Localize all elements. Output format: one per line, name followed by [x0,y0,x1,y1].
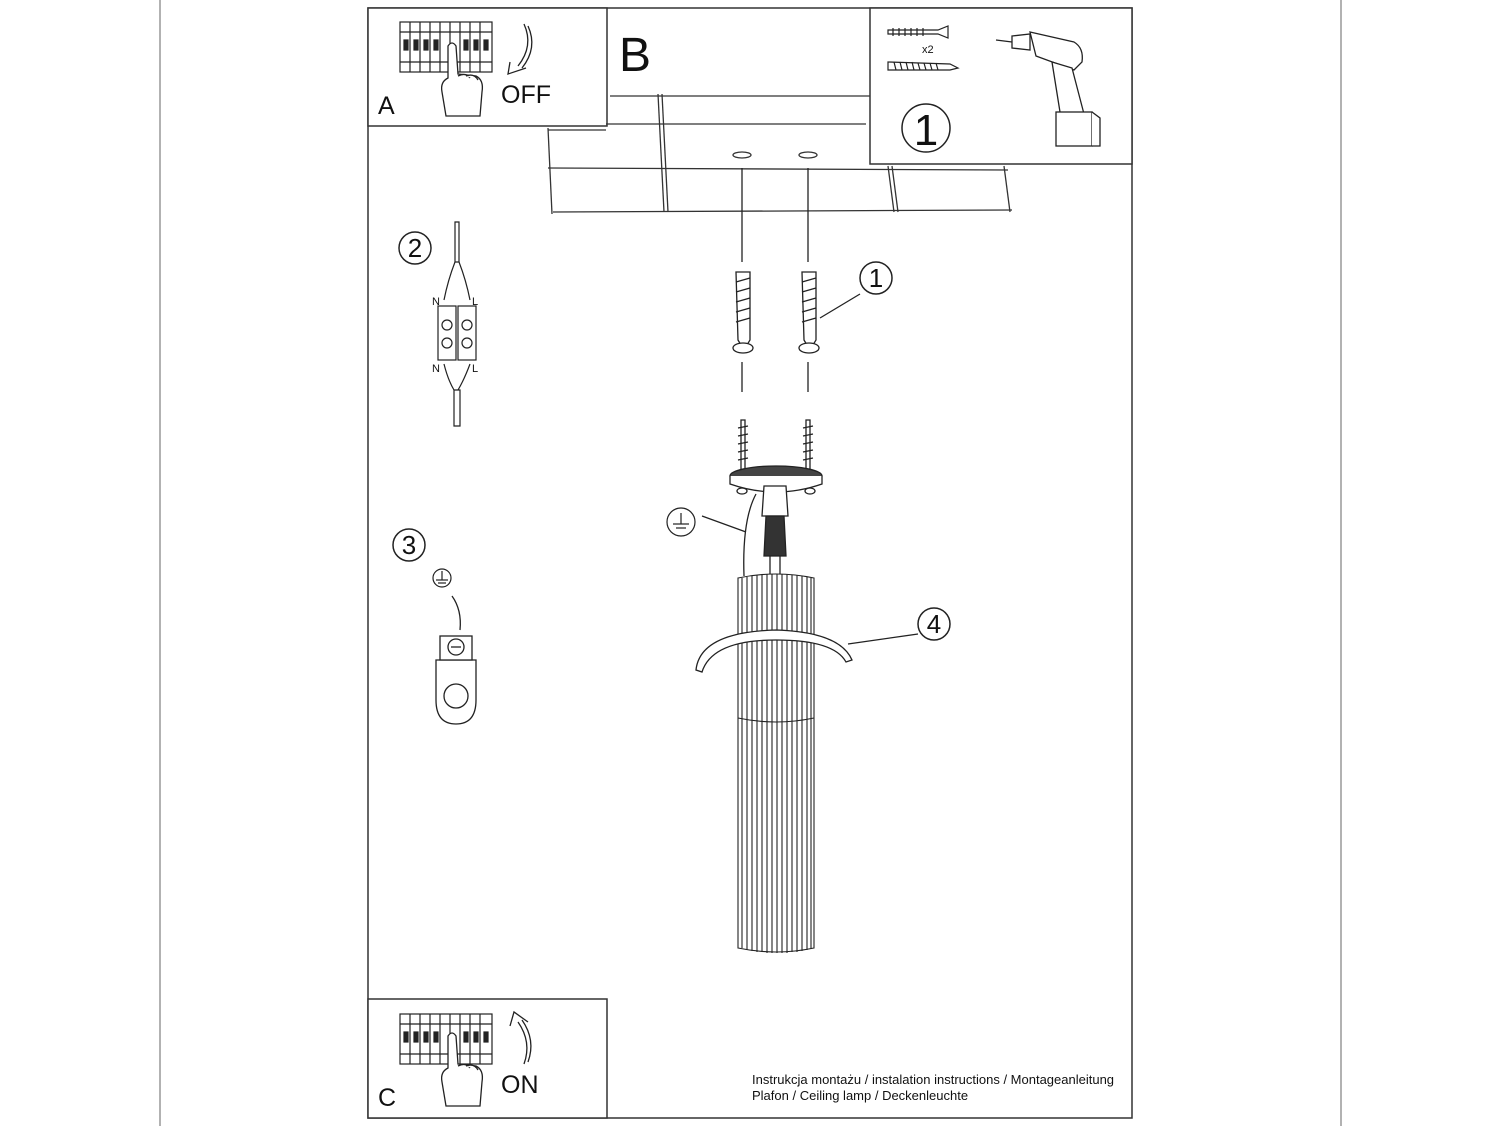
step-2-wiring: 2 N L N L [398,221,478,427]
main-frame [367,7,1133,1119]
step-3-number: 3 [402,530,416,560]
drill-icon [995,31,1101,147]
terminal-l-top: L [472,296,478,308]
panel-c-letter: C [378,1084,396,1112]
step-1-number: 1 [869,263,883,293]
ceiling-grid [547,93,1013,215]
terminal-n-top: N [432,296,440,308]
tools-step-number: 1 [914,106,938,155]
step-1-callout: 1 [819,261,893,319]
step-4-number: 4 [927,609,941,639]
anchor-screw-icon [887,25,960,71]
panel-a-letter: A [378,92,395,120]
footer-line-2: Plafon / Ceiling lamp / Deckenleuchte [752,1088,968,1103]
tools-box: x2 1 [869,7,1133,165]
step-1-circle [901,103,951,153]
footer-line-1: Instrukcja montażu / instalation instruc… [752,1072,1114,1087]
hand-icon [440,42,484,117]
terminal-block-icon [437,221,477,427]
step-3-ground: 3 [392,528,477,725]
mounting-assembly [729,168,823,577]
panel-a: OFF A [367,7,608,127]
panel-c-action: ON [501,1071,539,1099]
wall-plug-right [798,271,820,354]
cable-connector [743,485,789,577]
wall-plug-left [732,271,754,354]
arrow-down-icon [507,23,533,75]
step-4-callout: 4 [847,607,951,645]
panel-a-action: OFF [501,81,551,109]
screw-right [802,419,814,479]
arrow-up-icon [509,1010,532,1065]
step-2-number: 2 [408,233,422,263]
ground-callout [666,507,747,537]
hand-on-icon [440,1032,484,1107]
terminal-l-bottom: L [472,363,478,375]
panel-b-letter: B [619,29,651,82]
ground-symbol-icon [432,568,452,588]
canopy-plate [729,465,823,495]
terminal-n-bottom: N [432,363,440,375]
ground-terminal-icon [435,635,477,725]
panel-c: ON C [367,998,608,1119]
tools-quantity: x2 [922,44,934,56]
decorative-ring [695,629,853,673]
